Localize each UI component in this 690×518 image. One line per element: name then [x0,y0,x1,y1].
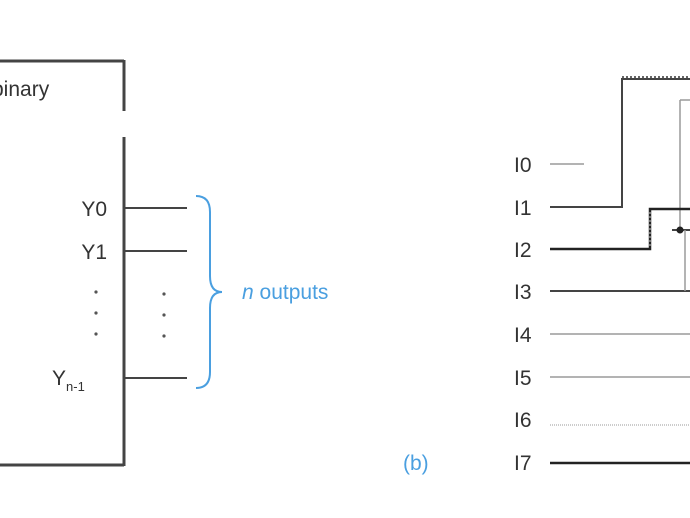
input-wire-i2 [550,207,690,251]
figure-b-caption: (b) [403,452,429,475]
input-label-i4: I4 [514,324,532,347]
output-ellipsis-inner [94,290,98,336]
input-label-i1: I1 [514,197,532,220]
input-wire-i1 [550,78,690,208]
outputs-brace [195,195,223,389]
block-title-fragment: binary [0,78,50,101]
input-label-i2: I2 [514,239,532,262]
output-label-yn-1: Yn-1 [52,367,85,394]
input-label-i7: I7 [514,452,532,475]
output-ellipsis-outer [162,292,166,338]
input-label-i0: I0 [514,154,532,177]
decoder-block: binary Y0 Y1 Yn-1 n outputs [0,59,328,467]
junction-dot [676,226,684,234]
inner-rail [679,99,690,230]
encoder-circuit: I0 I1 I2 I3 I4 I5 I6 I7 [514,76,690,475]
outputs-brace-label: n outputs [242,281,328,304]
input-label-i6: I6 [514,409,532,432]
input-label-i3: I3 [514,281,532,304]
output-label-y1: Y1 [81,241,107,264]
input-label-i5: I5 [514,367,532,390]
output-label-y0: Y0 [81,198,107,221]
